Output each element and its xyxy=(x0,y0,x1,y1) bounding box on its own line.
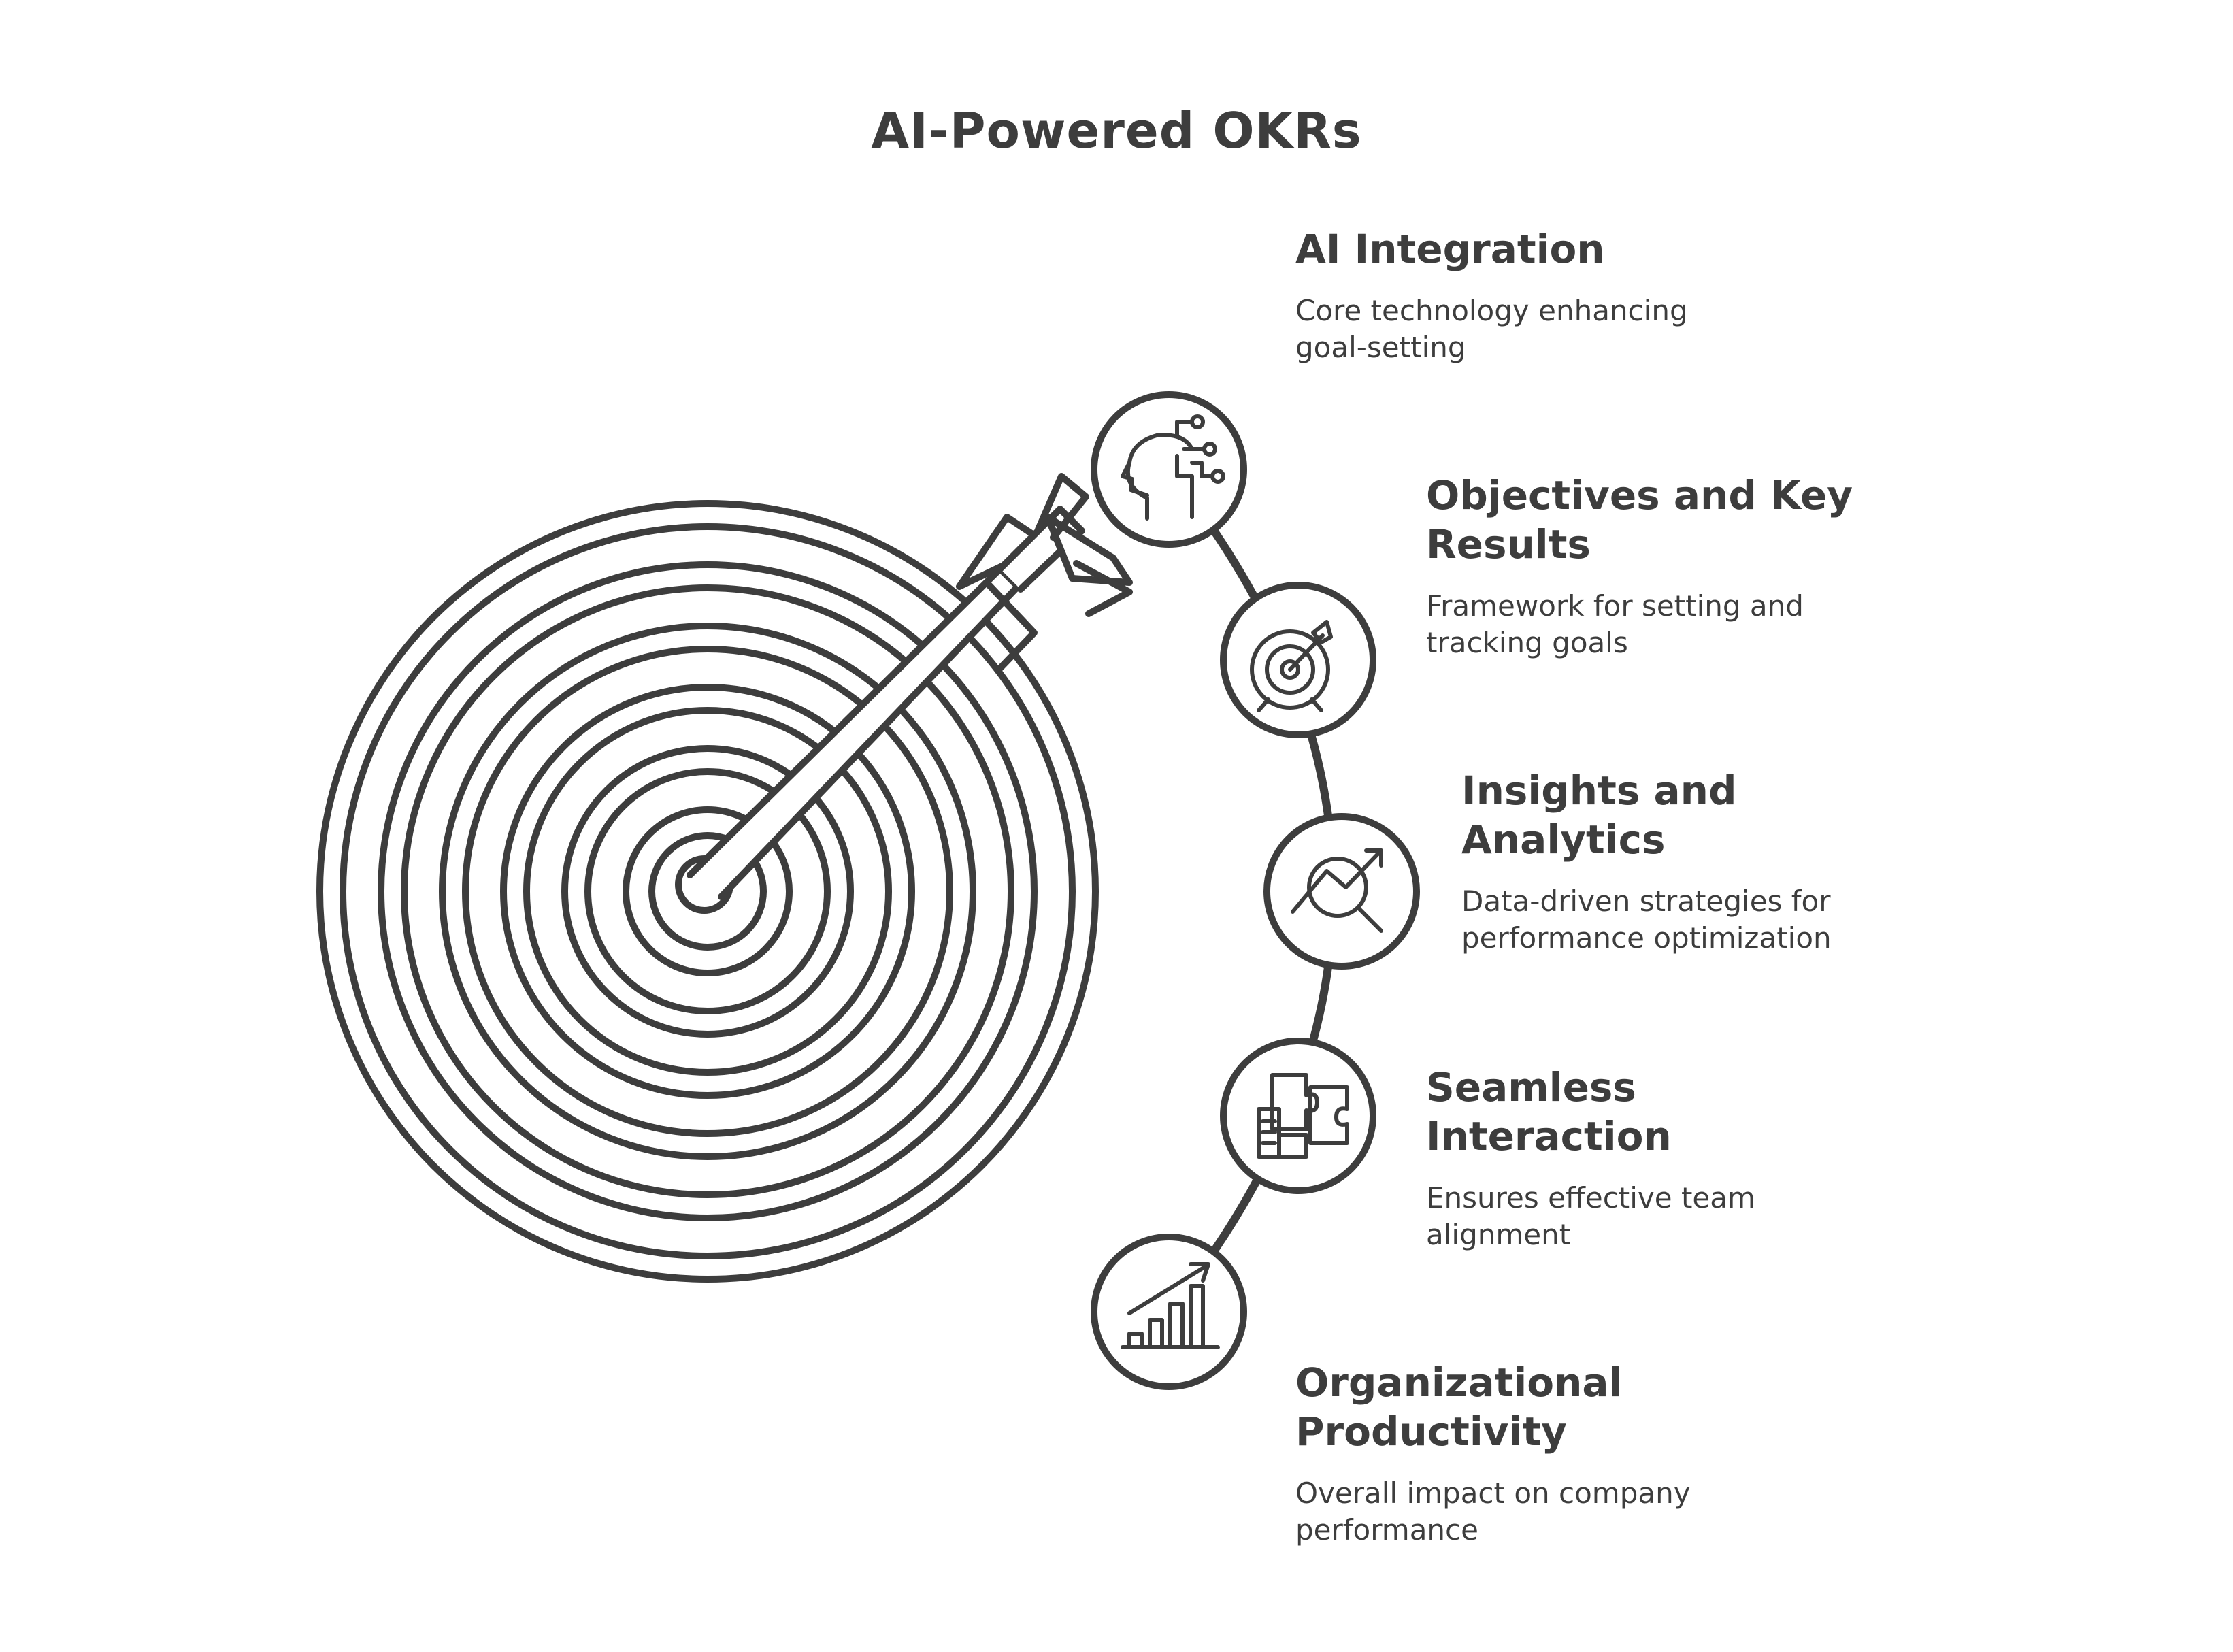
target-arrow-icon xyxy=(1250,620,1333,712)
node-circles xyxy=(1091,391,1420,1390)
item-description: Core technology enhancing goal-setting xyxy=(1295,293,1688,366)
item-description-line: performance xyxy=(1295,1513,1478,1547)
item-heading-line: Objectives and Key xyxy=(1426,472,1853,518)
node-circle-seamless xyxy=(1220,1038,1376,1194)
item-description: Framework for setting and tracking goals xyxy=(1426,588,1853,661)
item-heading-line: Insights and xyxy=(1461,767,1737,814)
item-description-line: performance optimization xyxy=(1461,921,1832,955)
item-insights-analytics: Insights and Analytics Data-driven strat… xyxy=(1461,766,1832,957)
item-heading-line: AI Integration xyxy=(1295,226,1605,272)
item-heading-line: Seamless xyxy=(1426,1064,1636,1110)
item-heading: Organizational Productivity xyxy=(1295,1358,1691,1456)
item-heading-line: Organizational xyxy=(1295,1359,1623,1406)
item-description: Data-driven strategies for performance o… xyxy=(1461,883,1832,957)
item-description: Overall impact on company performance xyxy=(1295,1475,1691,1549)
page-title: AI-Powered OKRs xyxy=(871,102,1362,159)
item-heading: AI Integration xyxy=(1295,225,1688,274)
puzzle-pieces-icon xyxy=(1257,1073,1349,1159)
item-description-line: alignment xyxy=(1426,1218,1571,1251)
item-description-line: goal-setting xyxy=(1295,331,1466,364)
analytics-magnifier-icon xyxy=(1291,848,1383,933)
item-seamless-interaction: Seamless Interaction Ensures effective t… xyxy=(1426,1063,1755,1253)
item-heading-line: Productivity xyxy=(1295,1408,1567,1455)
item-description-line: Ensures effective team xyxy=(1426,1181,1755,1215)
item-description: Ensures effective team alignment xyxy=(1426,1180,1755,1253)
item-description-line: tracking goals xyxy=(1426,626,1628,659)
item-heading-line: Analytics xyxy=(1461,816,1666,863)
bullseye-target-icon xyxy=(316,500,1099,1283)
item-heading: Seamless Interaction xyxy=(1426,1063,1755,1161)
item-description-line: Core technology enhancing xyxy=(1295,294,1688,327)
item-description-line: Overall impact on company xyxy=(1295,1476,1691,1510)
arrow-icon xyxy=(687,473,1133,900)
ai-head-circuit-icon xyxy=(1121,414,1225,521)
item-heading: Insights and Analytics xyxy=(1461,766,1832,864)
growth-bar-chart-icon xyxy=(1121,1262,1220,1349)
item-organizational-productivity: Organizational Productivity Overall impa… xyxy=(1295,1358,1691,1549)
item-heading: Objectives and Key Results xyxy=(1426,471,1853,569)
node-circle-insights xyxy=(1263,813,1420,970)
item-ai-integration: AI Integration Core technology enhancing… xyxy=(1295,225,1688,366)
item-description-line: Data-driven strategies for xyxy=(1461,885,1831,918)
item-objectives-key-results: Objectives and Key Results Framework for… xyxy=(1426,471,1853,661)
item-heading-line: Interaction xyxy=(1426,1113,1672,1159)
item-heading-line: Results xyxy=(1426,521,1591,567)
item-description-line: Framework for setting and xyxy=(1426,589,1804,623)
node-circle-ai-integration xyxy=(1091,391,1247,548)
